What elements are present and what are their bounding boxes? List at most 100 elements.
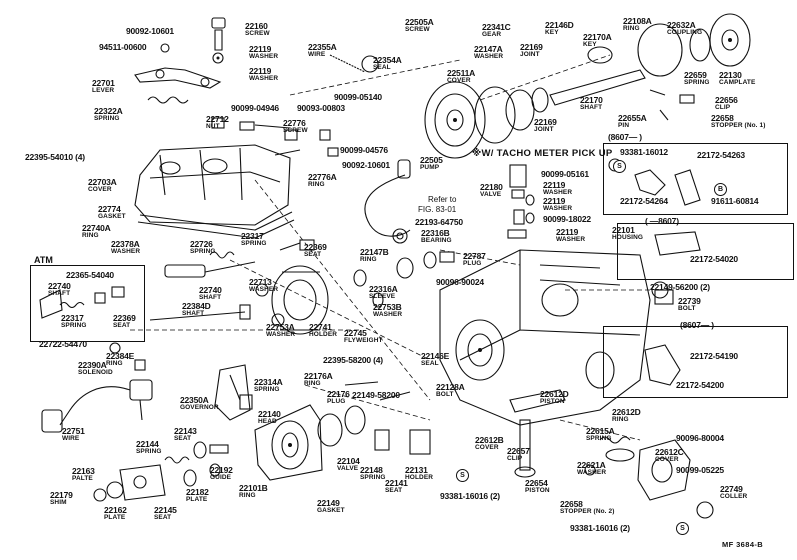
callout-c54-number: 22740 xyxy=(48,281,71,291)
callout-c89-number: 22104 xyxy=(337,456,360,466)
callout-c67-desc: HOLDER xyxy=(309,331,338,338)
callout-c19-desc: SPRING xyxy=(684,79,710,86)
callout-c19-number: 22659 xyxy=(684,70,707,80)
callout-c98-number: 22141 xyxy=(385,478,408,488)
callout-c64-number: 22317 xyxy=(61,313,84,323)
8607-lower-box xyxy=(617,223,794,280)
callout-c15-desc: WASHER xyxy=(474,53,504,60)
callout-c78-number: 22176 xyxy=(327,389,350,399)
callout-c58-number: 22740 xyxy=(199,285,222,295)
feed-pump-shape xyxy=(424,81,486,159)
callout-c86-number: 90096-80004 xyxy=(676,433,724,443)
callout-c102-desc: PISTON xyxy=(525,487,550,494)
callout-c109-number: 93381-16016 (2) xyxy=(570,523,630,533)
callout-c74-desc: RING xyxy=(304,380,321,387)
figure-code: MF 3684-B xyxy=(722,540,764,549)
callout-c56-desc: WASHER xyxy=(249,286,279,293)
8607-upper-label: (8607— ) xyxy=(608,132,642,142)
callout-c62-number: 22753B xyxy=(373,302,402,312)
callout-c12-number: 22146D xyxy=(545,20,574,30)
callout-c103-desc: COLLER xyxy=(720,493,748,500)
callout-c02-desc: SCREW xyxy=(245,30,270,37)
symbol-s-tacho: S xyxy=(613,160,626,173)
callout-c85-number: 22615A xyxy=(586,426,615,436)
callout-c58-desc: SHAFT xyxy=(199,294,222,301)
callout-c04-number: 22119 xyxy=(249,44,272,54)
reference-line-1: Refer to xyxy=(428,195,457,204)
callout-c40-number: 22119 xyxy=(543,196,566,206)
callout-c01-number: 90092-10601 xyxy=(126,26,174,36)
callout-c36-number: 22703A xyxy=(88,177,117,187)
callout-c51-desc: SEAT xyxy=(304,251,322,258)
callout-c83-desc: SEAT xyxy=(174,435,192,442)
callout-c20-desc: CAMPLATE xyxy=(719,79,756,86)
callout-c08-number: 22355A xyxy=(308,42,337,52)
callout-c73-number: 22390A xyxy=(78,360,107,370)
callout-c13-desc: RING xyxy=(623,25,640,32)
callout-c06-desc: LEVER xyxy=(92,87,115,94)
callout-c92-desc: COVER xyxy=(475,444,499,451)
pump-housing-shape xyxy=(439,249,651,426)
callout-c39-desc: WASHER xyxy=(543,189,573,196)
callout-c34-number: 22505 xyxy=(420,155,443,165)
callout-c24-number: 22712 xyxy=(206,114,229,124)
callout-c85-desc: SPRING xyxy=(586,435,612,442)
callout-c42-desc: WASHER xyxy=(556,236,586,243)
callout-c13-number: 22108A xyxy=(623,16,652,26)
callout-c09-desc: SEAL xyxy=(373,64,391,71)
callout-c40-desc: WASHER xyxy=(543,205,573,212)
governor-cover-shape xyxy=(134,144,291,226)
callout-c46-desc: SPRING xyxy=(241,240,267,247)
lever-shape xyxy=(134,67,222,89)
callout-c97-number: 90099-05225 xyxy=(676,465,724,475)
callout-c45-number: 22740A xyxy=(82,223,111,233)
callout-c47-desc: BEARING xyxy=(421,237,452,244)
callout-c73-desc: SOLENOID xyxy=(78,369,113,376)
callout-c69-number: 22722-54470 xyxy=(39,339,87,349)
callout-c11-desc: GEAR xyxy=(482,31,502,38)
callout-c27-desc: CLIP xyxy=(715,104,731,111)
callout-c54-desc: SHAFT xyxy=(48,290,71,297)
callout-c94-desc: COVER xyxy=(655,456,679,463)
callout-c03-number: 94511-00600 xyxy=(99,42,147,52)
callout-c66-desc: WASHER xyxy=(266,331,296,338)
callout-c75-desc: SPRING xyxy=(254,386,280,393)
callout-c21-number: 90099-04946 xyxy=(231,103,279,113)
callout-c30-desc: JOINT xyxy=(534,126,554,133)
callout-c46-number: 22317 xyxy=(241,231,264,241)
callout-c77-number: 22350A xyxy=(180,395,209,405)
callout-c90-desc: SPRING xyxy=(360,474,386,481)
callout-c114-number: 22172-54020 xyxy=(690,254,738,264)
callout-c28-desc: PIN xyxy=(618,122,630,129)
callout-c84-desc: HEAD xyxy=(258,418,277,425)
callout-c96-number: 22621A xyxy=(577,460,606,470)
callout-c38-number: 22180 xyxy=(480,182,503,192)
callout-c36-desc: COVER xyxy=(88,186,112,193)
callout-c102-number: 22654 xyxy=(525,478,548,488)
callout-c55-number: 22365-54040 xyxy=(66,270,114,280)
callout-c115-number: 22172-54190 xyxy=(690,351,738,361)
callout-c106-desc: SEAT xyxy=(154,514,172,521)
callout-c45-desc: RING xyxy=(82,232,99,239)
callout-c02-number: 22160 xyxy=(245,21,268,31)
callout-c82-number: 22751 xyxy=(62,426,85,436)
callout-c33-number: 90092-10601 xyxy=(342,160,390,170)
callout-c68-number: 22745 xyxy=(344,328,367,338)
callout-c53-number: 22787 xyxy=(463,251,486,261)
callout-c22-number: 90093-00803 xyxy=(297,103,345,113)
callout-c09-number: 22354A xyxy=(373,55,402,65)
callout-c39-number: 22119 xyxy=(543,180,566,190)
callout-c104-desc: SHIM xyxy=(50,499,67,506)
callout-c52-desc: RING xyxy=(360,256,377,263)
callout-c77-desc: GOVERNOR xyxy=(180,404,219,411)
callout-c105-desc: PLATE xyxy=(104,514,126,521)
callout-c68-desc: FLYWEIGHT xyxy=(344,337,383,344)
callout-c113-number: 91611-60814 xyxy=(711,196,759,206)
distributor-head-shape xyxy=(254,404,323,481)
callout-c49-number: 22378A xyxy=(111,239,140,249)
callout-c43-number: 22774 xyxy=(98,204,121,214)
callout-c71-number: 22395-58200 (4) xyxy=(323,355,383,365)
callout-c93-desc: CLIP xyxy=(507,455,523,462)
callout-c04-desc: WASHER xyxy=(249,53,279,60)
callout-c99-desc: PLATE xyxy=(186,496,208,503)
